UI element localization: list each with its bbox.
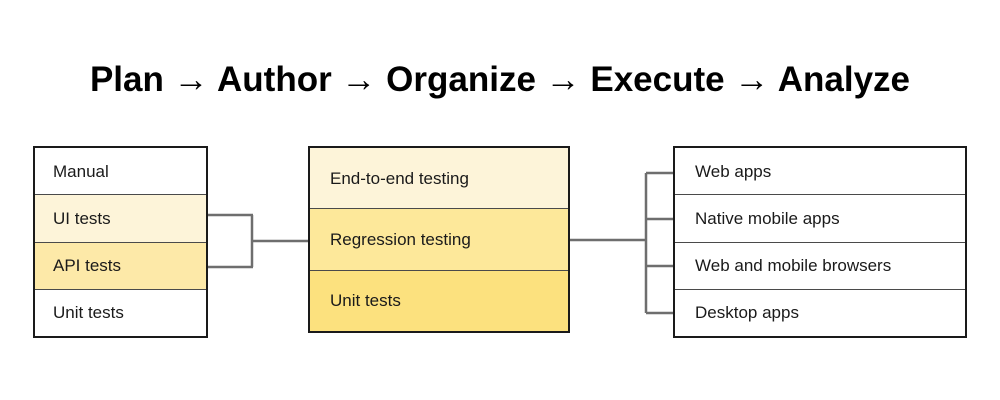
list-item[interactable]: End-to-end testing — [310, 148, 568, 210]
targets-column: Web apps Native mobile apps Web and mobi… — [673, 146, 967, 338]
cell-label: Web apps — [695, 161, 772, 181]
connector-middle-to-right — [570, 171, 674, 315]
list-item[interactable]: UI tests — [35, 195, 206, 243]
list-item[interactable]: Unit tests — [310, 270, 568, 331]
list-item[interactable]: Native mobile apps — [675, 195, 965, 243]
page-title: Plan → Author → Organize → Execute → Ana… — [89, 60, 911, 99]
cell-label: Web and mobile browsers — [695, 256, 892, 276]
list-item[interactable]: Regression testing — [310, 209, 568, 271]
cell-label: Manual — [53, 161, 109, 181]
list-item[interactable]: Manual — [35, 148, 206, 196]
test-types-column: Manual UI tests API tests Unit tests — [33, 146, 208, 338]
cell-label: API tests — [53, 256, 122, 276]
list-item[interactable]: Unit tests — [35, 289, 206, 336]
cell-label: Unit tests — [53, 303, 124, 323]
list-item[interactable]: Web and mobile browsers — [675, 242, 965, 290]
cell-label: UI tests — [53, 208, 111, 228]
cell-label: Desktop apps — [695, 303, 799, 323]
cell-label: End-to-end testing — [330, 168, 469, 188]
cell-label: Unit tests — [330, 291, 401, 311]
list-item[interactable]: Desktop apps — [675, 289, 965, 336]
list-item[interactable]: API tests — [35, 242, 206, 290]
connector-left-to-middle — [208, 208, 310, 276]
list-item[interactable]: Web apps — [675, 148, 965, 196]
test-levels-column: End-to-end testing Regression testing Un… — [308, 146, 570, 333]
cell-label: Native mobile apps — [695, 208, 840, 228]
cell-label: Regression testing — [330, 229, 471, 249]
